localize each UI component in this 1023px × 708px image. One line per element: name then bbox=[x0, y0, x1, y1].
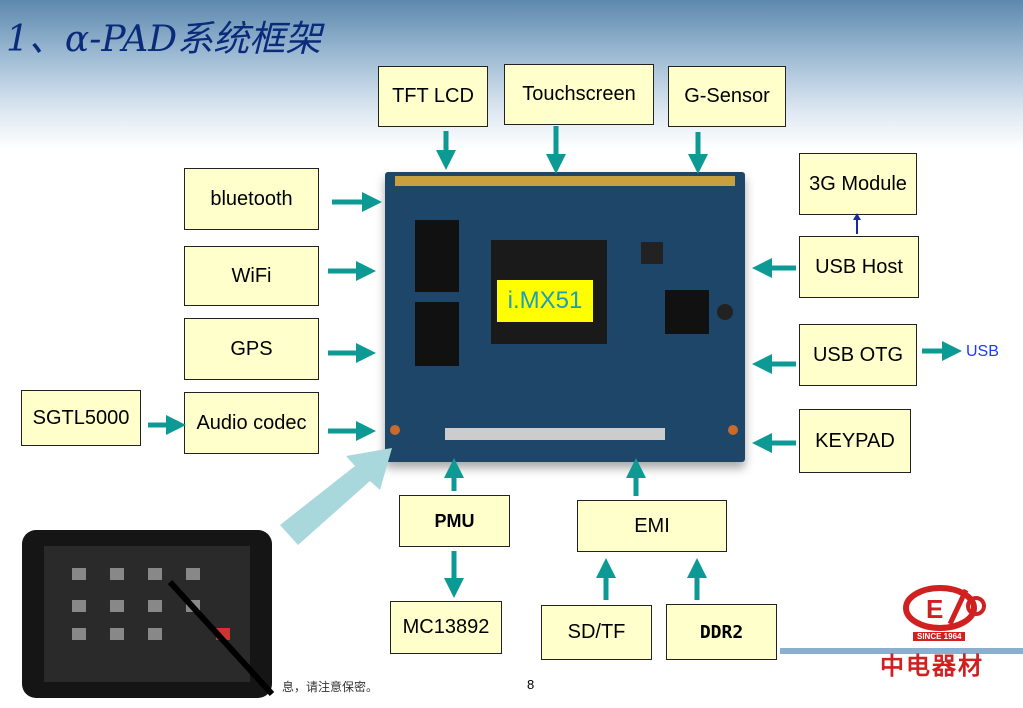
mc13892-block: MC13892 bbox=[390, 601, 502, 654]
bluetooth-block: bluetooth bbox=[184, 168, 319, 230]
tablet-photo bbox=[22, 530, 275, 698]
stylus bbox=[167, 579, 275, 697]
ddr2-block: DDR2 bbox=[666, 604, 777, 660]
sgtl5000-block: SGTL5000 bbox=[21, 390, 141, 446]
tft-lcd-block: TFT LCD bbox=[378, 66, 488, 127]
touchscreen-block: Touchscreen bbox=[504, 64, 654, 125]
wifi-block: WiFi bbox=[184, 246, 319, 306]
page-title: 1、α-PAD系统框架 bbox=[6, 19, 322, 60]
usb-otg-block: USB OTG bbox=[799, 324, 917, 386]
page-number: 8 bbox=[527, 677, 535, 692]
sd-tf-block: SD/TF bbox=[541, 605, 652, 660]
svg-text:E: E bbox=[926, 594, 943, 624]
g-sensor-block: G-Sensor bbox=[668, 66, 786, 127]
usb-label: USB bbox=[966, 343, 999, 360]
board-detail-graphic bbox=[390, 176, 738, 440]
gps-block: GPS bbox=[184, 318, 319, 380]
pmu-block: PMU bbox=[399, 495, 510, 547]
cpu-label: i.MX51 bbox=[497, 280, 593, 322]
usb-host-block: USB Host bbox=[799, 236, 919, 298]
footer-note: 息，请注意保密。 bbox=[282, 680, 379, 694]
company-logo-icon: E bbox=[903, 585, 986, 631]
circuit-board-image bbox=[385, 172, 745, 462]
big-pointer-arrow bbox=[280, 448, 392, 545]
audio-codec-block: Audio codec bbox=[184, 392, 319, 454]
emi-block: EMI bbox=[577, 500, 727, 552]
keypad-block: KEYPAD bbox=[799, 409, 911, 473]
logo-name: 中电器材 bbox=[880, 653, 984, 680]
logo-since: SINCE 1964 bbox=[913, 632, 966, 641]
footer-divider bbox=[780, 648, 1023, 654]
3g-module-block: 3G Module bbox=[799, 153, 917, 215]
